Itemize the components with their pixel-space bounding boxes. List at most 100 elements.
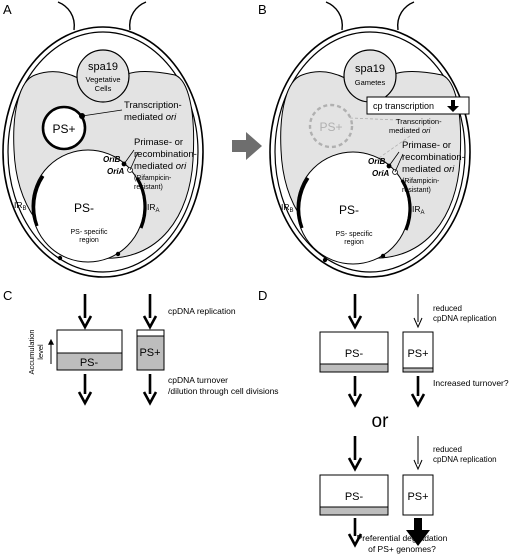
inverted-repeat-a-b: [400, 179, 412, 231]
turnover-label-c-2: /dilution through cell divisions: [168, 386, 279, 396]
inverted-repeat-a-a: [135, 177, 147, 229]
ps-minus-level-d-2: [319, 506, 389, 516]
arrow-down-icon: [447, 100, 459, 112]
ir-b-label-a: IRB: [14, 200, 27, 212]
strain-label-a: spa19: [88, 61, 118, 73]
flagellum-left-b: [325, 1, 343, 31]
nucleus-a: [76, 49, 130, 103]
accum-label-1: Accumulation: [27, 329, 36, 374]
ps-plus-genome-a: [41, 105, 87, 151]
preferential-label-1: Preferential degradation: [357, 533, 448, 543]
primase-a-3: mediated ori: [134, 161, 187, 172]
rif-a-2: resistant): [134, 184, 163, 191]
ps-minus-label-d-2: PS-: [345, 491, 364, 503]
ps-plus-label-a: PS+: [52, 122, 75, 136]
ori-dot-bottom-right-a: [115, 251, 121, 257]
transcription-a-1: Transcription-: [124, 100, 182, 111]
ps-plus-level-d-1: [402, 367, 434, 373]
ir-a-label-a: IRA: [147, 202, 160, 214]
ps-plus-genome-faded-b: [308, 103, 354, 149]
increased-turnover-label: Increased turnover?: [433, 378, 509, 388]
ori-dot-bottom-left-b: [322, 257, 328, 263]
ps-plus-box-d-2: [402, 474, 434, 516]
leader-transcription-b: [349, 117, 399, 121]
specific-b-1: PS- specific: [336, 231, 373, 238]
flagellum-left-a: [57, 1, 75, 31]
cp-transcription-box: [366, 96, 470, 115]
replication-arrows-d-1: [347, 294, 423, 330]
primase-a-2: recombination-: [134, 149, 197, 160]
transcription-b-2: mediated ori: [389, 126, 431, 135]
inverted-repeat-b-b: [297, 177, 310, 229]
panel-label-a: A: [3, 2, 12, 17]
flagellum-right-b: [397, 1, 415, 31]
panel-label-c: C: [3, 288, 12, 303]
primase-a-1: Primase- or: [134, 137, 183, 148]
leader-transcription-a: [81, 109, 123, 117]
ps-minus-label-d-1: PS-: [345, 348, 364, 360]
ps-plus-label-d-2: PS+: [407, 491, 428, 503]
reduced-d-2a: reduced: [433, 445, 462, 454]
ps-minus-label-a: PS-: [74, 201, 94, 215]
ps-minus-label-c: PS-: [80, 357, 99, 369]
transition-arrow-icon: [232, 132, 262, 160]
oria-label-a: OriA: [107, 167, 125, 176]
rif-b-1: (Rifampicin-: [402, 178, 440, 185]
flagellum-right-a: [129, 1, 147, 31]
leader-primase-a-2: [129, 151, 139, 171]
ps-plus-box-d-1: [402, 331, 434, 373]
strain-label-b: spa19: [355, 63, 385, 75]
orib-label-b: OriB: [368, 157, 386, 166]
ori-dot-bottom-right-b: [380, 253, 386, 259]
cell-membrane-b: [274, 31, 466, 273]
ps-plus-label-c: PS+: [139, 347, 160, 359]
cell-type-b: Gametes: [355, 78, 386, 87]
turnover-arrows-c: [77, 374, 158, 406]
primase-b-3: mediated ori: [402, 164, 455, 175]
leader-primase-a: [123, 149, 135, 165]
ps-minus-label-b: PS-: [339, 203, 359, 217]
reduced-d-1a: reduced: [433, 304, 462, 313]
replication-label-c: cpDNA replication: [168, 306, 236, 316]
cp-transcription-label: cp transcription: [373, 101, 434, 111]
ps-minus-level-d-1: [319, 363, 389, 373]
oria-label-b: OriA: [372, 169, 390, 178]
ps-plus-level-c: [136, 335, 165, 371]
or-label: or: [372, 411, 390, 432]
transcription-a-2: mediated ori: [124, 112, 177, 123]
turnover-arrows-d-1: [347, 376, 426, 408]
accum-label-2: level: [36, 344, 45, 360]
primase-b-2: recombination-: [402, 152, 465, 163]
transcription-b-1: Transcription-: [396, 117, 442, 126]
cell-type-a-1: Vegetative: [85, 75, 120, 84]
ps-plus-label-b: PS+: [319, 120, 342, 134]
ir-b-label-b: IRB: [281, 202, 294, 214]
cell-membrane-a: [7, 31, 199, 273]
rif-a-1: (Rifampicin-: [134, 175, 172, 182]
cell-type-a-2: Cells: [95, 84, 112, 93]
reduced-d-2b: cpDNA replication: [433, 455, 497, 464]
inverted-repeat-b-a: [32, 175, 45, 227]
orib-label-a: OriB: [103, 155, 121, 164]
nucleus-b: [343, 49, 397, 103]
degradation-arrows-d-2: [347, 518, 430, 548]
primase-b-1: Primase- or: [402, 140, 451, 151]
panel-label-d: D: [258, 288, 267, 303]
ir-a-label-b: IRA: [412, 204, 425, 216]
specific-b-2: region: [344, 239, 364, 246]
ori-dot-bottom-left-a: [57, 255, 63, 261]
reduced-d-1b: cpDNA replication: [433, 314, 497, 323]
replication-arrows-d-2: [347, 436, 423, 472]
leader-primase-b: [388, 151, 400, 167]
ps-plus-label-d-1: PS+: [407, 348, 428, 360]
preferential-label-2: of PS+ genomes?: [368, 544, 436, 554]
specific-a-2: region: [79, 237, 99, 244]
specific-a-1: PS- specific: [71, 229, 108, 236]
panel-label-b: B: [258, 2, 267, 17]
replication-arrows-c: [77, 294, 158, 330]
leader-primase-b-2: [394, 153, 404, 173]
ps-minus-level-c: [56, 352, 123, 371]
turnover-label-c-1: cpDNA turnover: [168, 375, 228, 385]
rif-b-2: resistant): [402, 187, 431, 194]
